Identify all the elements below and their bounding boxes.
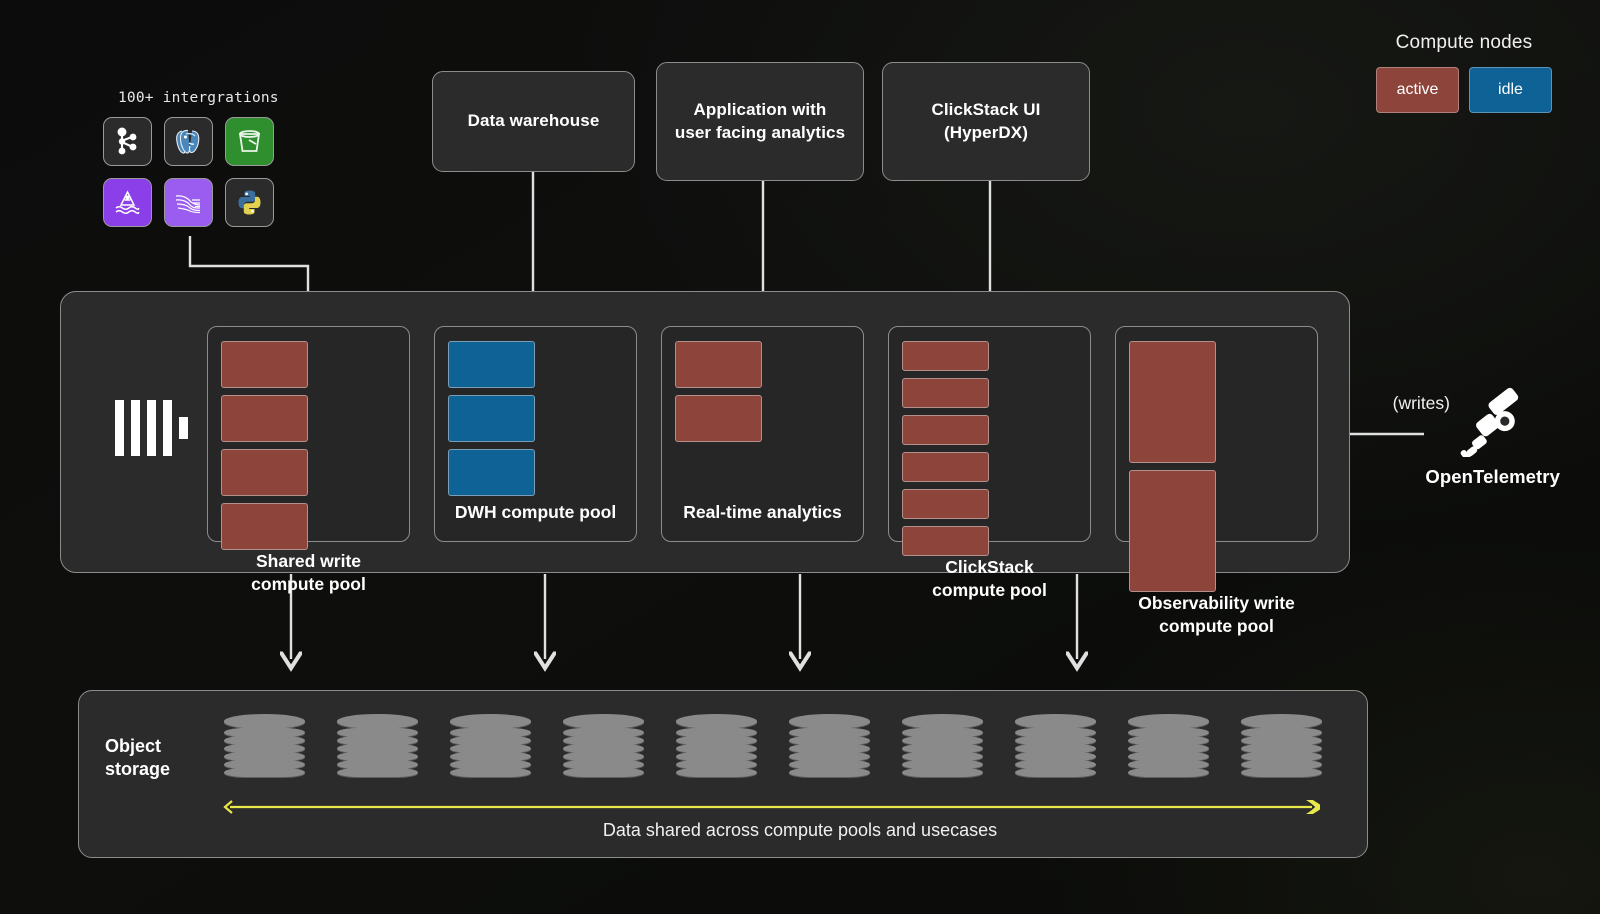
pool-label: Observability write compute pool: [1138, 593, 1295, 636]
object-storage-disks: [224, 714, 1322, 777]
consumer-label: Data warehouse: [467, 111, 600, 131]
compute-node-active[interactable]: [902, 452, 989, 482]
s3-bucket-icon[interactable]: [225, 117, 274, 166]
consumer-user-facing-app[interactable]: Application with user facing analytics: [656, 62, 864, 181]
compute-node-idle[interactable]: [448, 449, 535, 496]
compute-node-active[interactable]: [902, 415, 989, 445]
airbyte-streams-icon[interactable]: [164, 178, 213, 227]
disk-stack: [1015, 714, 1096, 777]
pool-label: Real-time analytics: [683, 502, 842, 523]
writes-label: (writes): [1392, 393, 1450, 413]
pool-dwh[interactable]: DWH compute pool: [434, 326, 637, 542]
disk-stack: [337, 714, 418, 777]
disk-stack: [789, 714, 870, 777]
pool-nodes: [902, 341, 1077, 556]
compute-node-active[interactable]: [902, 378, 989, 408]
opentelemetry-source[interactable]: OpenTelemetry: [1425, 385, 1560, 488]
compute-node-idle[interactable]: [448, 341, 535, 388]
pool-shared-write[interactable]: Shared write compute pool: [207, 326, 410, 594]
disk-stack: [676, 714, 757, 777]
pool-observability-write[interactable]: Observability write compute pool: [1115, 326, 1318, 636]
pool-label: DWH compute pool: [454, 502, 617, 523]
compute-node-active[interactable]: [221, 503, 308, 550]
opentelemetry-label: OpenTelemetry: [1425, 466, 1560, 487]
compute-node-active[interactable]: [675, 341, 762, 388]
compute-node-active[interactable]: [221, 341, 308, 388]
integrations-label: 100+ intergrations: [118, 90, 279, 106]
kafka-icon[interactable]: [103, 117, 152, 166]
compute-node-active[interactable]: [221, 395, 308, 442]
clickhouse-logo: [115, 400, 188, 456]
pool-label: Shared write compute pool: [251, 551, 366, 594]
legend-title: Compute nodes: [1395, 32, 1533, 53]
pool-nodes: [1129, 341, 1304, 592]
object-storage-label: Object storage: [105, 736, 171, 780]
opentelemetry-telescope-icon: [1460, 387, 1519, 462]
integrations-grid: [103, 117, 274, 239]
pool-nodes: [448, 341, 623, 496]
pool-real-time-analytics[interactable]: Real-time analytics: [661, 326, 864, 542]
compute-nodes-legend: Compute nodes active idle: [1376, 32, 1552, 113]
shared-data-arrow: [223, 800, 1320, 814]
legend-swatch-active: active: [1376, 67, 1459, 113]
postgresql-icon[interactable]: [164, 117, 213, 166]
pool-label: ClickStack compute pool: [932, 557, 1047, 600]
disk-stack: [224, 714, 305, 777]
pool-nodes: [221, 341, 396, 550]
compute-node-active[interactable]: [902, 489, 989, 519]
consumer-label: Application with user facing analytics: [674, 100, 846, 142]
compute-node-idle[interactable]: [448, 395, 535, 442]
disk-stack: [902, 714, 983, 777]
pool-clickstack[interactable]: ClickStack compute pool: [888, 326, 1091, 600]
disk-stack: [563, 714, 644, 777]
legend-swatch-idle: idle: [1469, 67, 1552, 113]
compute-node-active[interactable]: [675, 395, 762, 442]
disk-stack: [450, 714, 531, 777]
dbt-buoy-icon[interactable]: [103, 178, 152, 227]
compute-node-active[interactable]: [1129, 341, 1216, 463]
disk-stack: [1241, 714, 1322, 777]
compute-node-active[interactable]: [1129, 470, 1216, 592]
consumer-label: ClickStack UI (HyperDX): [931, 100, 1041, 142]
consumer-data-warehouse[interactable]: Data warehouse: [432, 71, 635, 172]
compute-node-active[interactable]: [902, 526, 989, 556]
disk-stack: [1128, 714, 1209, 777]
pool-nodes: [675, 341, 850, 442]
compute-node-active[interactable]: [221, 449, 308, 496]
compute-node-active[interactable]: [902, 341, 989, 371]
shared-data-caption: Data shared across compute pools and use…: [602, 820, 998, 840]
python-icon[interactable]: [225, 178, 274, 227]
consumer-clickstack-ui[interactable]: ClickStack UI (HyperDX): [882, 62, 1090, 181]
